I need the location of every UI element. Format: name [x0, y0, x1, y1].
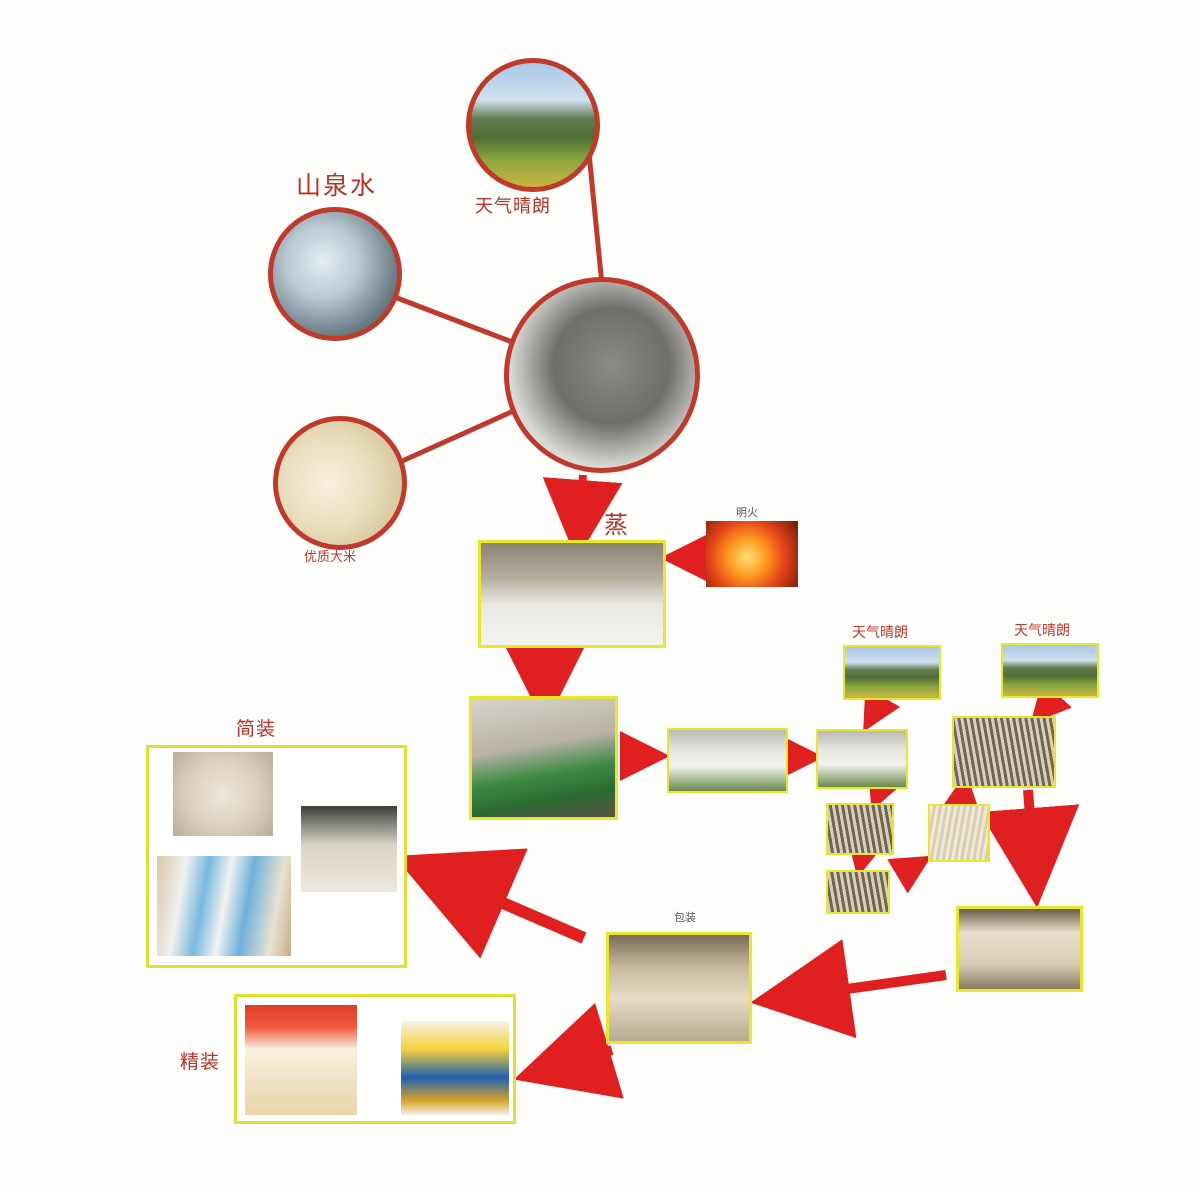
fine-pack-photo-1 — [245, 1005, 357, 1115]
weather-mid2-label: 天气晴朗 — [1014, 623, 1070, 639]
simple-pack-photo-3 — [157, 856, 291, 956]
open-fire-photo — [706, 521, 798, 587]
connector-rice — [398, 405, 522, 465]
arrow-pack-to-fine — [513, 1002, 624, 1099]
stone-mill-circle-photo — [504, 277, 700, 473]
weather-mid1-label: 天气晴朗 — [852, 625, 908, 641]
drying-rack2-photo — [952, 716, 1056, 788]
packaging-photo — [606, 932, 752, 1044]
packaging-label: 包装 — [674, 911, 696, 924]
fine-pack-label: 精装 — [180, 1051, 221, 1073]
noodle-cutting-photo — [826, 870, 890, 914]
steam-photo — [478, 540, 666, 648]
simple-pack-label: 简装 — [236, 718, 277, 740]
fine-pack-panel — [234, 994, 516, 1124]
outdoor-drying-photo — [667, 728, 788, 793]
quality-rice-label: 优质大米 — [304, 550, 357, 565]
arrow-up-to-rack2 — [940, 772, 981, 815]
spring-water-label: 山泉水 — [296, 171, 378, 200]
spring-water-circle-photo — [268, 207, 402, 341]
simple-pack-panel — [146, 745, 407, 968]
noodle-bundle-photo — [956, 906, 1083, 992]
arrow-mill-to-steam — [542, 474, 623, 560]
arrow-bundle-to-pack — [750, 939, 947, 1039]
weather-top-label: 天气晴朗 — [475, 196, 551, 217]
simple-pack-photo-1 — [173, 752, 273, 836]
simple-pack-photo-2 — [301, 806, 397, 892]
connector-water — [391, 293, 521, 348]
connector-weather — [585, 142, 605, 286]
arrow-small-to-right — [887, 855, 932, 894]
arrow-pack-to-simple — [393, 848, 587, 959]
weather-circle-photo — [466, 58, 600, 192]
weather-mid2-photo — [1001, 643, 1099, 698]
arrow-rack1-down — [868, 777, 897, 812]
noodle-closeup-photo — [928, 804, 990, 862]
noodle-factory-photo — [469, 696, 618, 820]
rice-circle-photo — [273, 416, 407, 550]
open-fire-label: 明火 — [736, 506, 758, 519]
arrow-rack2-down — [979, 789, 1080, 908]
arrow-weather2-to-rack2 — [1030, 680, 1072, 724]
noodle-hanging-photo — [826, 803, 894, 855]
arrow-weather1-to-rack1 — [863, 687, 901, 732]
steam-label: 蒸 — [604, 511, 630, 539]
fine-pack-photo-2 — [401, 1021, 509, 1115]
weather-mid1-photo — [843, 645, 941, 700]
drying-rack1-photo — [816, 729, 908, 789]
arrow-small-down — [849, 845, 879, 878]
